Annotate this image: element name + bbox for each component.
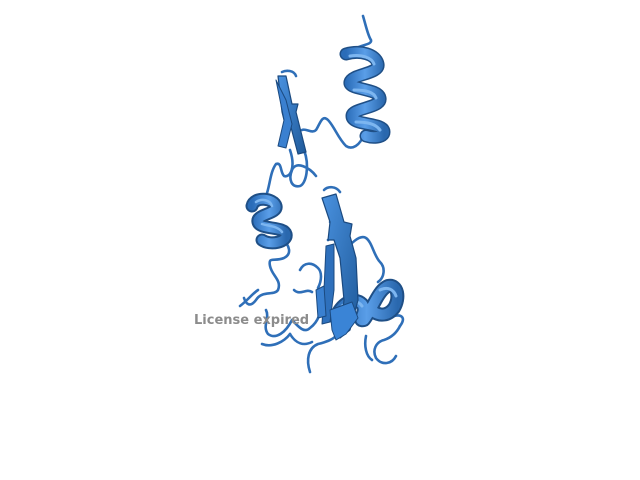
strand-top bbox=[275, 75, 307, 155]
helix-top-right bbox=[339, 45, 391, 144]
coil-loops bbox=[238, 14, 405, 374]
protein-cartoon bbox=[238, 14, 405, 374]
helix-middle-left bbox=[245, 192, 293, 250]
helix-lower-right bbox=[329, 278, 405, 328]
strand-lower-sheet bbox=[329, 301, 359, 341]
strand-sheet-main bbox=[315, 193, 359, 339]
